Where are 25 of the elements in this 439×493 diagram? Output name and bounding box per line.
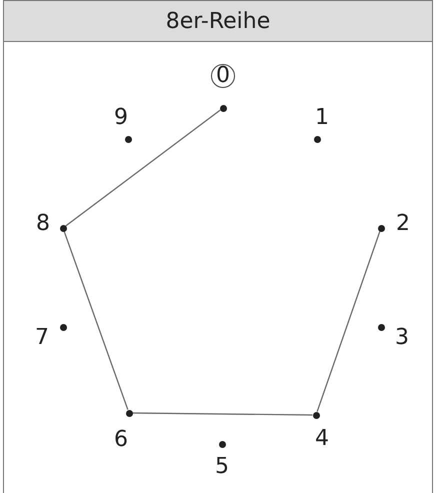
point xyxy=(314,136,320,142)
circled-number: 0 xyxy=(211,64,235,88)
connecting-line xyxy=(316,231,380,412)
point xyxy=(126,410,132,416)
title: 8er-Reihe xyxy=(166,8,270,34)
point xyxy=(378,224,384,232)
point xyxy=(60,224,66,232)
point-number: 9 xyxy=(114,107,128,129)
point-number: 4 xyxy=(315,428,329,450)
connecting-line xyxy=(64,231,128,410)
point-number: 2 xyxy=(396,213,410,235)
point xyxy=(60,324,66,330)
point-number: 1 xyxy=(315,107,329,129)
point-number: 6 xyxy=(114,429,128,451)
point xyxy=(218,440,226,448)
point xyxy=(220,104,226,112)
point-number: 7 xyxy=(35,327,49,349)
connecting-line xyxy=(65,110,221,226)
point xyxy=(124,136,132,142)
point-number: 3 xyxy=(395,327,409,349)
connecting-line xyxy=(132,412,312,416)
point xyxy=(312,412,320,418)
point-number: 5 xyxy=(215,456,229,478)
point-number: 8 xyxy=(36,213,50,235)
point xyxy=(378,324,384,330)
